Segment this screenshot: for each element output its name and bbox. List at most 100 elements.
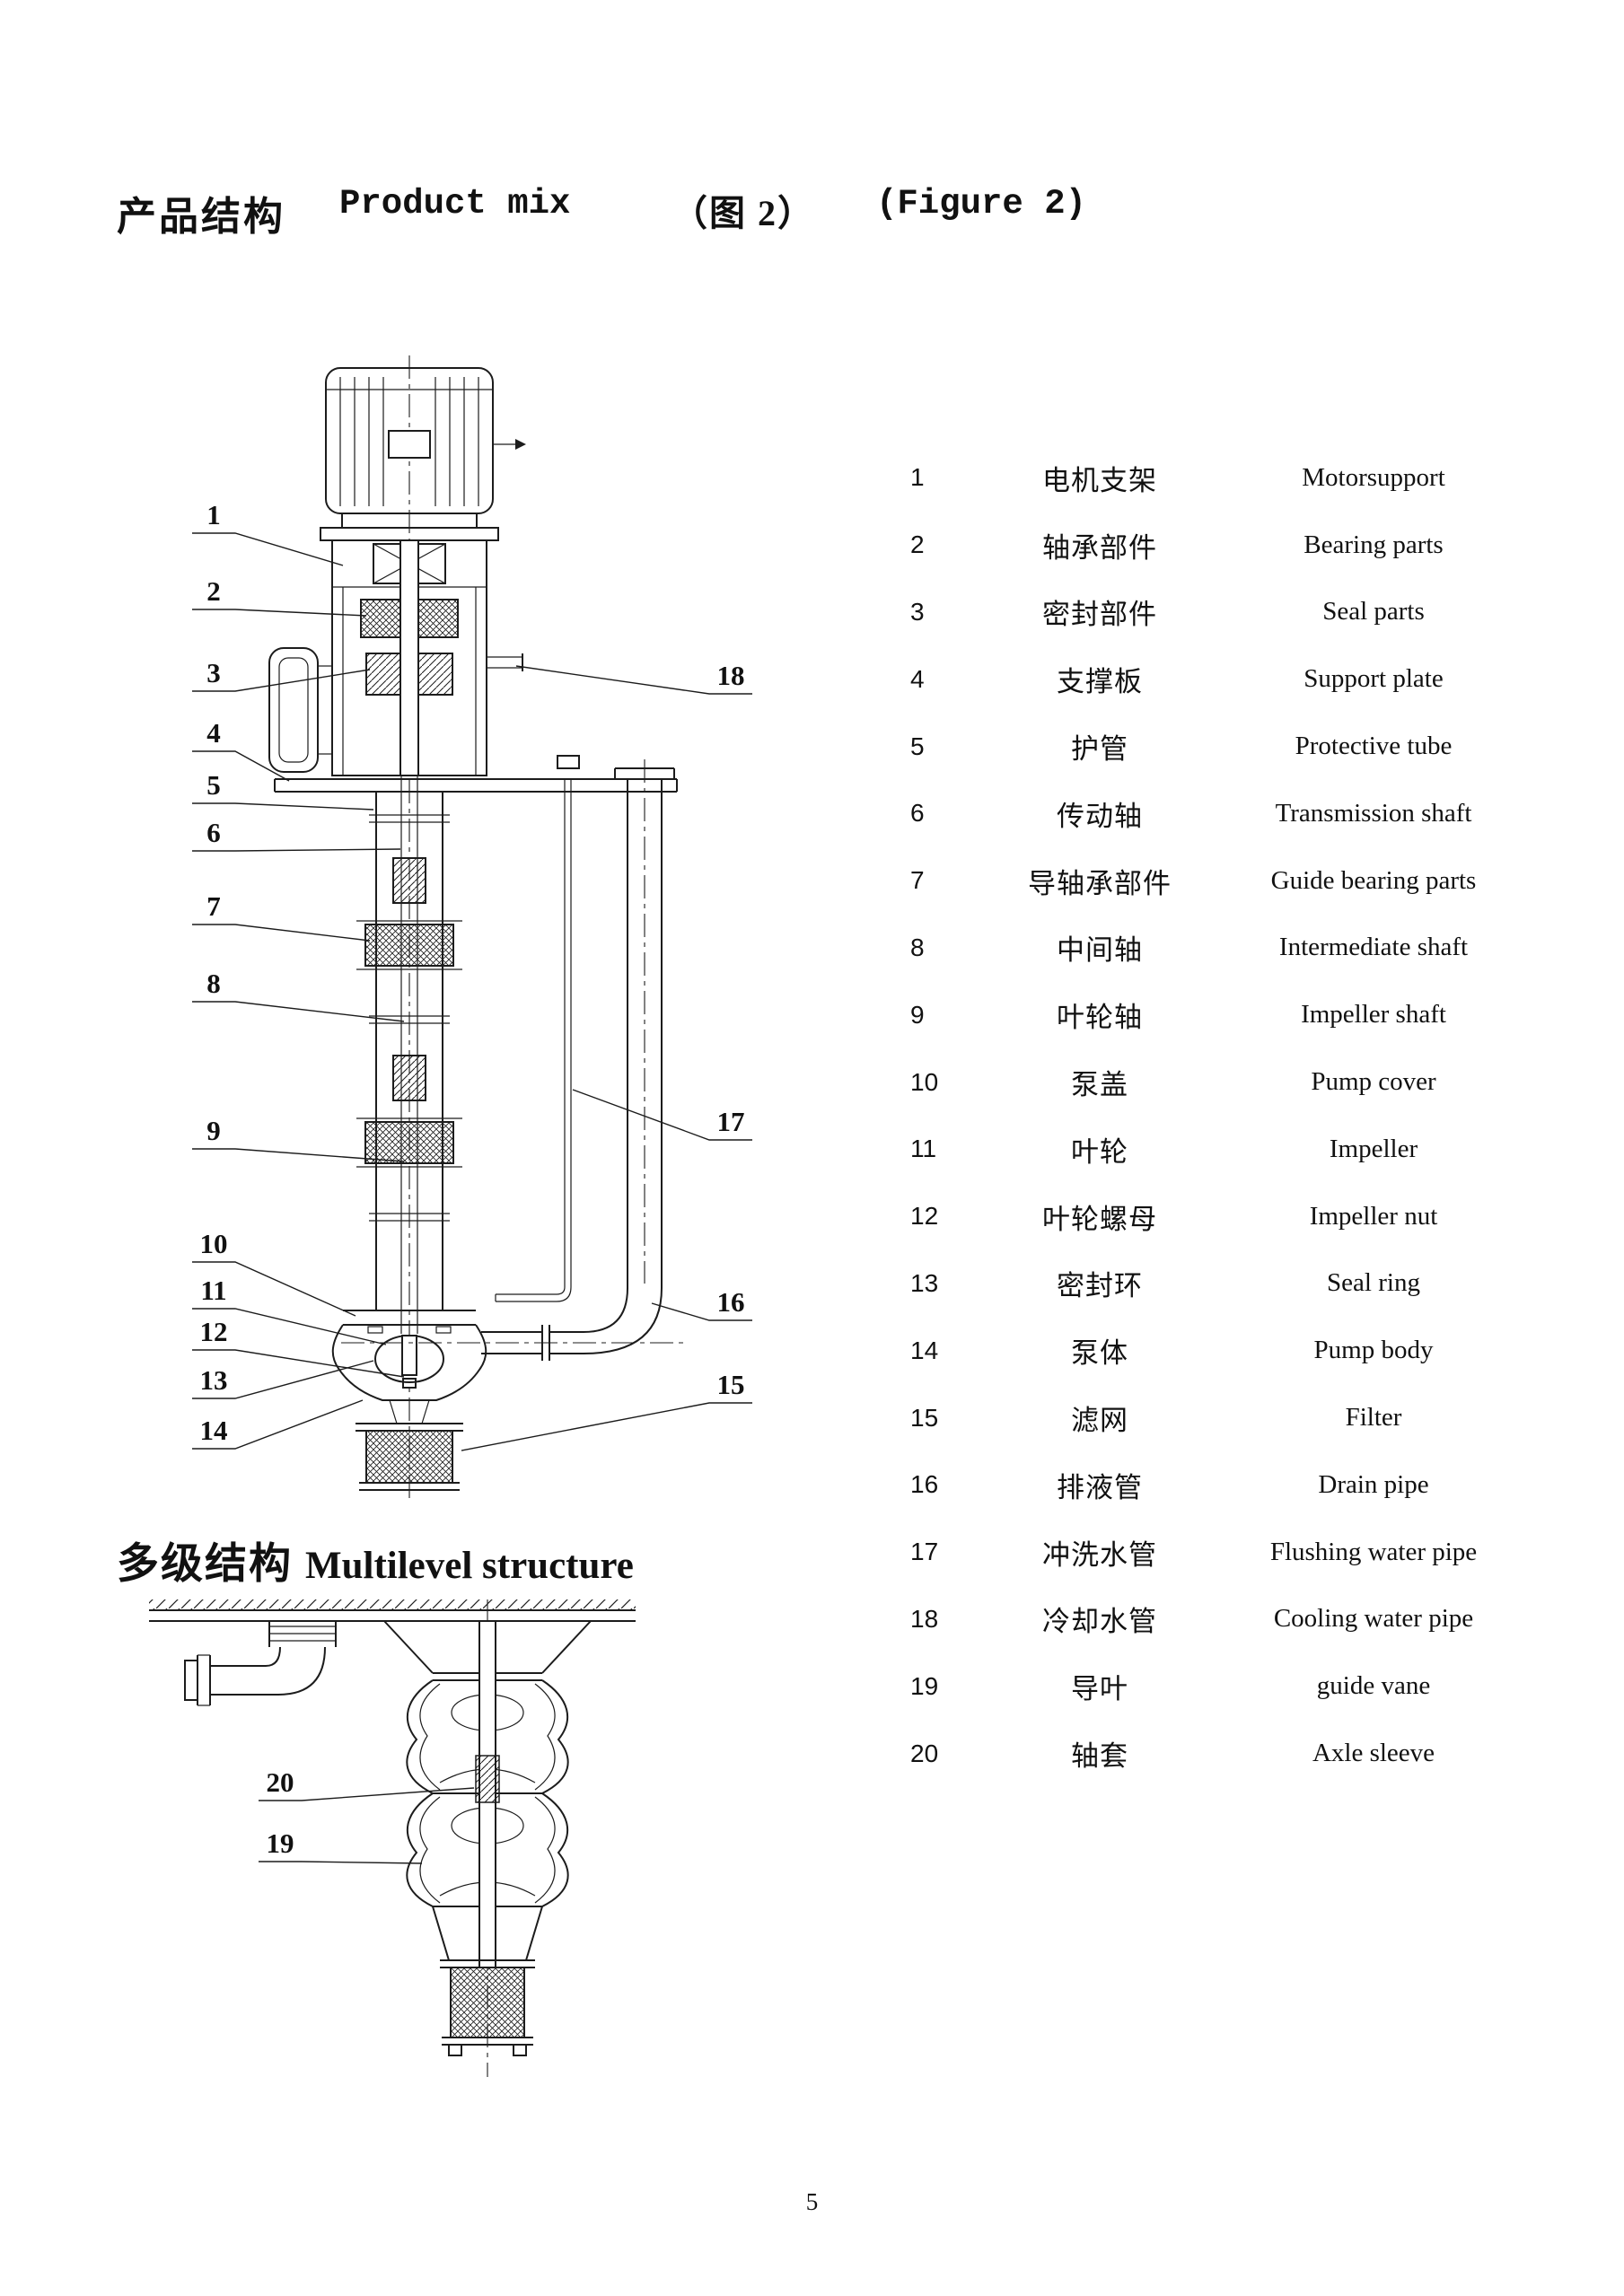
part-name-english: Axle sleeve (1312, 1739, 1435, 1768)
parts-row: 13 密封环 Seal ring (889, 1250, 1535, 1318)
rotation-arrow-icon (515, 439, 526, 450)
motor-terminal-box (388, 430, 431, 459)
part-name-english: Pump cover (1311, 1067, 1436, 1097)
part-name-english: Guide bearing parts (1270, 865, 1477, 895)
guide-bearing-lower (364, 1121, 454, 1164)
part-name-chinese: 导轴承部件 (1028, 867, 1172, 899)
stage-two-bowl (406, 1792, 434, 1907)
part-name-chinese: 密封环 (1057, 1270, 1143, 1302)
callout-8: 8 (206, 968, 221, 999)
part-name-chinese: 冲洗水管 (1042, 1538, 1157, 1571)
part-number: 5 (910, 732, 925, 760)
callout-7: 7 (206, 890, 221, 922)
filter (356, 1423, 463, 1491)
part-name-english: Support plate (1304, 664, 1444, 694)
cooling-water-bracket (268, 647, 332, 773)
drain-pipe (341, 759, 684, 1354)
part-name-chinese: 轴承部件 (1042, 531, 1157, 564)
part-number: 12 (910, 1202, 939, 1231)
page-title: 产品结构 Product mix （图 2） (Figure 2) (117, 184, 1284, 241)
part-name-chinese: 传动轴 (1057, 800, 1143, 832)
callout-labels-lower: 20 19 (259, 1766, 475, 1864)
motor (320, 367, 526, 541)
callout-13: 13 (200, 1364, 228, 1396)
part-number: 20 (910, 1739, 939, 1767)
filter-screen (365, 1430, 453, 1484)
part-name-chinese: 泵盖 (1071, 1069, 1128, 1101)
discharge-elbow (184, 1621, 337, 1706)
part-name-english: Seal ring (1327, 1268, 1420, 1298)
part-name-english: Seal parts (1322, 597, 1425, 627)
seal-ring-left (367, 1326, 383, 1334)
part-name-english: Filter (1345, 1403, 1402, 1433)
parts-row: 4 支撑板 Support plate (889, 645, 1535, 713)
callout-19: 19 (267, 1827, 294, 1859)
parts-row: 7 导轴承部件 Guide bearing parts (889, 847, 1535, 915)
pump-structure-diagram: 1 2 3 4 5 6 7 8 9 10 11 12 13 14 18 17 1… (192, 355, 752, 1503)
part-name-chinese: 导叶 (1071, 1673, 1128, 1705)
part-name-chinese: 电机支架 (1042, 464, 1157, 496)
part-name-chinese: 泵体 (1071, 1337, 1128, 1370)
callout-16: 16 (717, 1286, 745, 1318)
callout-6: 6 (206, 817, 221, 848)
page-number: 5 (805, 2188, 819, 2215)
part-name-chinese: 中间轴 (1057, 934, 1143, 967)
part-number: 4 (910, 664, 925, 693)
callout-14: 14 (200, 1415, 228, 1446)
title-chinese: 产品结构 (117, 195, 285, 239)
part-name-english: guide vane (1316, 1671, 1431, 1701)
guide-bearing-upper (364, 924, 454, 967)
callout-labels-upper: 1 2 3 4 5 6 7 8 9 10 11 12 13 14 18 17 1… (200, 499, 745, 1446)
parts-row: 20 轴套 Axle sleeve (889, 1720, 1535, 1787)
part-number: 13 (910, 1268, 939, 1297)
part-number: 19 (910, 1671, 939, 1700)
part-name-english: Transmission shaft (1275, 798, 1472, 828)
pump-end (331, 1310, 550, 1424)
pump-body (331, 1324, 487, 1401)
part-number: 15 (910, 1403, 939, 1432)
callout-20: 20 (267, 1766, 294, 1798)
part-name-english: Impeller shaft (1301, 1000, 1446, 1030)
part-number: 8 (910, 933, 925, 961)
shaft-coupling-upper (392, 857, 426, 904)
part-number: 18 (910, 1604, 939, 1633)
callout-11: 11 (200, 1275, 226, 1306)
callout-15: 15 (717, 1369, 745, 1400)
part-number: 1 (910, 463, 925, 492)
parts-row: 2 轴承部件 Bearing parts (889, 512, 1535, 579)
part-name-chinese: 叶轮螺母 (1042, 1203, 1157, 1235)
axle-sleeve (475, 1755, 500, 1803)
part-name-english: Impeller nut (1309, 1201, 1438, 1231)
callout-10: 10 (200, 1228, 228, 1259)
suction-strainer (450, 1967, 525, 2038)
title-english: Product mix (339, 184, 571, 223)
elbow-flange (184, 1660, 198, 1701)
part-number: 2 (910, 530, 925, 559)
part-name-english: Bearing parts (1304, 530, 1444, 559)
flushing-water-pipe (495, 755, 580, 1302)
seal-ring-right (435, 1326, 452, 1334)
support-plate (274, 778, 678, 793)
part-number: 7 (910, 866, 925, 895)
impeller-shaft-hub (401, 1335, 417, 1376)
part-number: 11 (910, 1135, 937, 1163)
part-number: 9 (910, 1000, 925, 1029)
part-name-chinese: 支撑板 (1057, 666, 1143, 698)
mounting-plate (149, 1599, 636, 1622)
part-name-chinese: 轴套 (1071, 1740, 1128, 1773)
callout-1: 1 (206, 499, 221, 530)
leader-lines-right (461, 665, 752, 1451)
leader-lines-left (192, 532, 405, 1450)
